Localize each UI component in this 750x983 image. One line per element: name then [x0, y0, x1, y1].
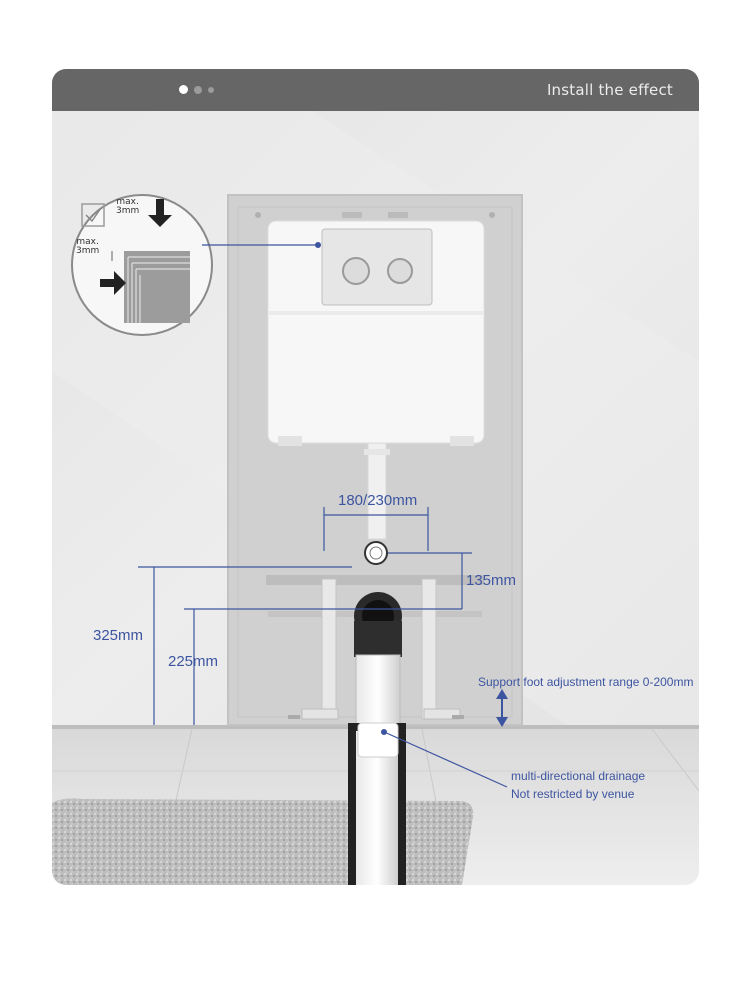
install-card: Install the effect	[52, 69, 699, 885]
pipe-spacing-dimension	[323, 507, 429, 551]
inset-max-side-label: max. 3mm	[76, 237, 100, 256]
double-arrow-icon	[496, 689, 508, 727]
drain-height-label: 225mm	[168, 653, 219, 670]
header-bar: Install the effect	[52, 69, 699, 111]
slide-dot-1[interactable]	[179, 85, 188, 94]
drainage-note-line2: Not restricted by venue	[511, 787, 635, 801]
inset-max-top-label: max. 3mm	[116, 197, 140, 216]
outlet-offset-dimension	[184, 552, 472, 610]
pipe-spacing-label: 180/230mm	[338, 492, 418, 509]
flush-button-full	[387, 258, 413, 284]
floor-rug	[52, 798, 474, 885]
support-foot-note: Support foot adjustment range 0-200mm	[478, 675, 694, 689]
slide-dot-3[interactable]	[208, 86, 214, 93]
slide-dot-2[interactable]	[194, 85, 202, 94]
flush-button-half	[342, 257, 370, 285]
installation-illustration	[52, 111, 699, 885]
frame-height-dimension	[138, 566, 352, 725]
arrow-down-icon	[148, 199, 172, 227]
support-foot-left	[321, 578, 337, 720]
outlet-offset-label: 135mm	[466, 572, 517, 589]
check-icon	[81, 203, 105, 227]
installation-scene: 180/230mm 135mm 325mm 225mm max. 3mm max…	[52, 111, 699, 885]
drainage-note-line1: multi-directional drainage	[511, 769, 646, 783]
flush-plate	[321, 228, 433, 306]
frame-height-label: 325mm	[93, 627, 144, 644]
arrow-right-icon	[100, 271, 126, 295]
header-title: Install the effect	[546, 81, 673, 99]
support-foot-right	[421, 578, 437, 720]
seal-detail-inset	[71, 194, 213, 336]
slide-indicator[interactable]	[179, 85, 214, 94]
